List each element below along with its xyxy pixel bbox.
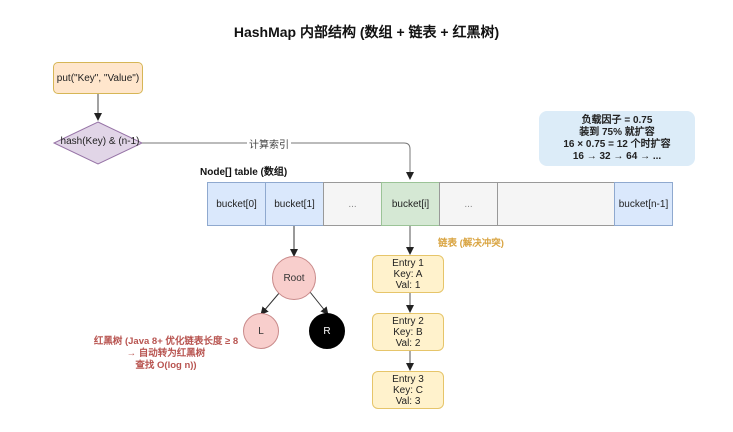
entry-val: Val: 2: [395, 337, 421, 349]
entry-val: Val: 1: [395, 279, 421, 291]
edge-label-compute-index: 计算索引: [247, 136, 291, 151]
bucket-1: bucket[1]: [265, 182, 324, 226]
info-line: 负载因子 = 0.75: [581, 114, 653, 126]
hash-diamond: [52, 121, 144, 165]
bucket-ellipsis-2: ...: [439, 182, 498, 226]
edge-root-to-left: [260, 291, 281, 316]
red-black-tree-label: 红黑树 (Java 8+ 优化链表长度 ≥ 8 → 自动转为红黑树 查找 O(l…: [66, 336, 266, 372]
entry-node-2: Entry 2 Key: B Val: 2: [372, 313, 444, 351]
bucket-empty: [497, 182, 615, 226]
table-label: Node[] table (数组): [200, 167, 288, 178]
entry-name: Entry 2: [392, 315, 424, 327]
tree-label-line: 红黑树 (Java 8+ 优化链表长度 ≥ 8: [93, 336, 239, 347]
put-node: put("Key", "Value"): [53, 62, 143, 94]
info-line: 16 → 32 → 64 → ...: [572, 150, 662, 162]
edge-hash-to-bucket-i: [142, 142, 414, 180]
entry-key: Key: B: [393, 326, 423, 338]
tree-label-line: → 自动转为红黑树: [126, 348, 206, 359]
info-line: 装到 75% 就扩容: [579, 126, 655, 138]
tree-left-node: L: [243, 313, 279, 349]
bucket-ellipsis-1: ...: [323, 182, 382, 226]
bucket-i: bucket[i]: [381, 182, 440, 226]
diagram-title: HashMap 内部结构 (数组 + 链表 + 红黑树): [233, 24, 500, 40]
edge-root-to-right: [309, 291, 329, 316]
bucket-n-1: bucket[n-1]: [614, 182, 673, 226]
bucket-0: bucket[0]: [207, 182, 266, 226]
tree-label-line: 查找 O(log n)): [135, 360, 197, 371]
entry-node-3: Entry 3 Key: C Val: 3: [372, 371, 444, 409]
tree-root-node: Root: [272, 256, 316, 300]
info-line: 16 × 0.75 = 12 个时扩容: [563, 138, 671, 150]
linked-list-label: 链表 (解决冲突): [438, 238, 504, 249]
entry-key: Key: A: [393, 268, 423, 280]
entry-key: Key: C: [392, 384, 423, 396]
entry-name: Entry 3: [392, 373, 424, 385]
entry-node-1: Entry 1 Key: A Val: 1: [372, 255, 444, 293]
load-factor-info-box: 负载因子 = 0.75 装到 75% 就扩容 16 × 0.75 = 12 个时…: [539, 111, 695, 166]
entry-val: Val: 3: [395, 395, 421, 407]
tree-right-node: R: [309, 313, 345, 349]
entry-name: Entry 1: [392, 257, 424, 269]
hash-node-label: hash(Key) & (n-1): [60, 135, 140, 147]
